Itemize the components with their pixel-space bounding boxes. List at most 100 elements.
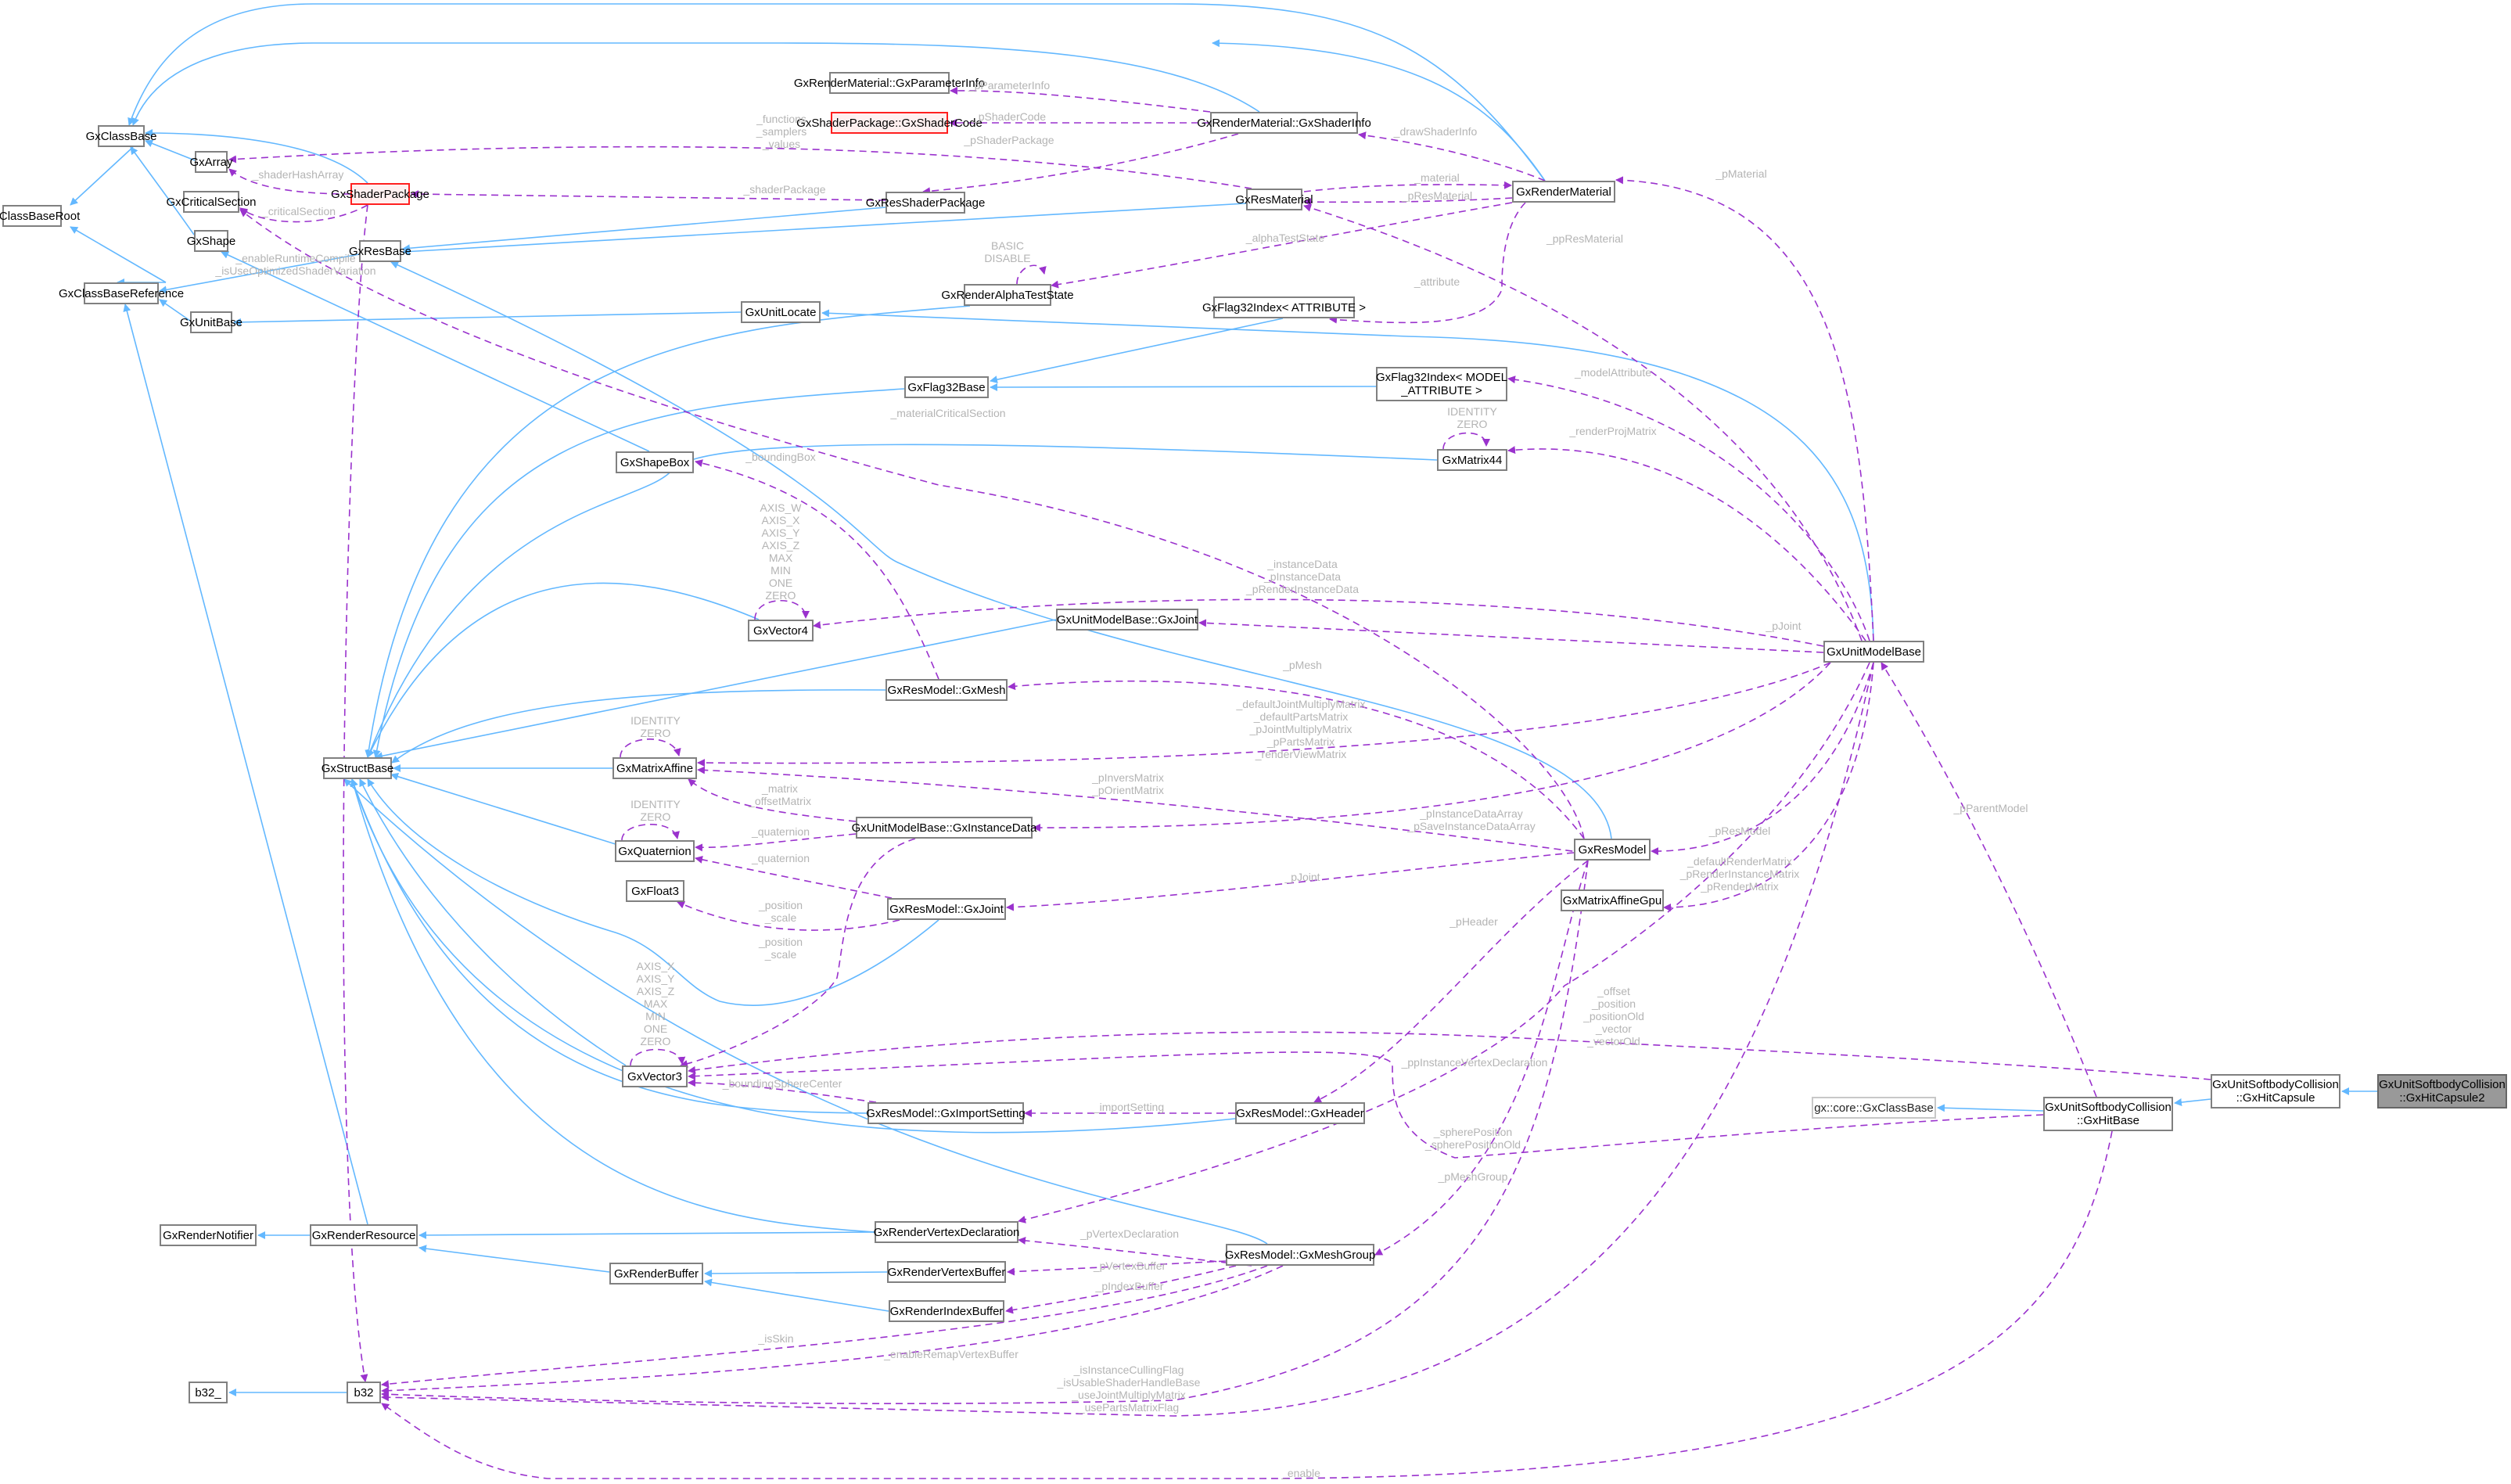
node-gx-hit-base[interactable]: GxUnitSoftbodyCollision ::GxHitBase <box>2043 1097 2173 1131</box>
edge-GxJointBase-structbase <box>375 619 1057 760</box>
node-gx-res-model-joint[interactable]: GxResModel::GxJoint <box>887 898 1006 920</box>
node-gx-unit-locate[interactable]: GxUnitLocate <box>741 301 821 323</box>
node-gx-class-base-reference[interactable]: GxClassBaseReference <box>59 282 184 304</box>
node-gx-unit-model-base[interactable]: GxUnitModelBase <box>1823 641 1924 663</box>
edge-GxHitBase-core <box>1937 1104 2044 1112</box>
node-gx-res-shader-package[interactable]: GxResShaderPackage <box>866 192 985 214</box>
edge-label-pp-instance-vertex-declaration: _ppInstanceVertexDeclaration <box>1401 1056 1548 1069</box>
node-gx-res-model-mesh-group[interactable]: GxResModel::GxMeshGroup <box>1225 1244 1375 1266</box>
node-gx-shape[interactable]: GxShape <box>187 230 235 252</box>
edge-label-q-self: IDENTITY ZERO <box>630 798 681 823</box>
node-gx-matrix44[interactable]: GxMatrix44 <box>1437 449 1507 471</box>
node-b32-underscore[interactable]: b32_ <box>189 1382 228 1403</box>
node-gx-vector3[interactable]: GxVector3 <box>622 1065 688 1087</box>
edge-invOrient <box>697 766 1585 853</box>
edge-label-p-shader-package: _pShaderPackage <box>964 134 1054 146</box>
node-gx-shape-box[interactable]: GxShapeBox <box>616 451 694 473</box>
node-gx-float3[interactable]: GxFloat3 <box>626 880 684 902</box>
node-gx-struct-base[interactable]: GxStructBase <box>322 757 393 779</box>
edge-v4Self <box>754 599 810 620</box>
edge-label-pp-res-material: _ppResMaterial <box>1546 232 1624 245</box>
edge-GxRenderVertexBuffer-buffer <box>704 1269 888 1277</box>
node-gx-render-alpha-test-state[interactable]: GxRenderAlphaTestState <box>941 284 1074 306</box>
node-gx-quaternion[interactable]: GxQuaternion <box>615 840 695 862</box>
edge-label-p-index-buffer: _pIndexBuffer <box>1095 1280 1164 1292</box>
edge-pIndexBuffer <box>1005 1265 1237 1314</box>
node-gx-array[interactable]: GxArray <box>190 151 233 173</box>
node-gx-render-index-buffer[interactable]: GxRenderIndexBuffer <box>889 1300 1004 1322</box>
node-gx-core-class-base[interactable]: gx::core::GxClassBase <box>1812 1097 1936 1119</box>
node-gx-flag32-base[interactable]: GxFlag32Base <box>904 376 989 398</box>
edge-label-render-matrix: _defaultRenderMatrix _pRenderInstanceMat… <box>1679 855 1800 893</box>
edge-label-p-res-model: _pResModel <box>1708 825 1771 837</box>
node-gx-res-material[interactable]: GxResMaterial <box>1235 189 1313 210</box>
node-gx-render-buffer[interactable]: GxRenderBuffer <box>609 1263 703 1285</box>
edge-GxResMaterial-resbase <box>402 203 1247 256</box>
edge-label-alpha-self: BASIC DISABLE <box>984 239 1031 264</box>
edge-label-enable: _enable <box>1281 1467 1320 1479</box>
node-gx-render-vertex-declaration[interactable]: GxRenderVertexDeclaration <box>874 1221 1019 1243</box>
edge-drawShaderInfo <box>1358 131 1546 181</box>
edge-GxUnitModelBase-unitlocate <box>821 309 1874 641</box>
node-gx-shader-info[interactable]: GxRenderMaterial::GxShaderInfo <box>1197 112 1371 134</box>
edge-label-material-critical-section: _materialCriticalSection <box>890 407 1006 419</box>
edge-label-flags: _isInstanceCullingFlag _isUsableShaderHa… <box>1057 1364 1201 1414</box>
edge-pResMaterial <box>1303 197 1513 207</box>
node-gx-unit-base[interactable]: GxUnitBase <box>180 311 242 333</box>
node-gx-matrix-affine-gpu[interactable]: GxMatrixAffineGpu <box>1561 889 1664 911</box>
node-gx-parameter-info[interactable]: GxRenderMaterial::GxParameterInfo <box>794 72 985 94</box>
edge-GxMesh-structbase <box>391 689 886 764</box>
edge-attribute <box>1329 202 1526 324</box>
node-gx-matrix-affine[interactable]: GxMatrixAffine <box>612 757 697 779</box>
edge-label-p-header: _pHeader <box>1449 915 1498 928</box>
node-gx-render-vertex-buffer[interactable]: GxRenderVertexBuffer <box>887 1261 1006 1283</box>
edge-GxImportSetting-structbase <box>350 778 868 1114</box>
node-b32[interactable]: b32 <box>347 1382 381 1403</box>
edge-offsets <box>688 1031 2211 1080</box>
node-gx-res-model-header[interactable]: GxResModel::GxHeader <box>1235 1102 1365 1124</box>
node-gx-hit-capsule2[interactable]: GxUnitSoftbodyCollision ::GxHitCapsule2 <box>2377 1074 2507 1109</box>
node-gx-res-base[interactable]: GxResBase <box>349 240 411 262</box>
edge-label-p-res-material: _pResMaterial <box>1401 189 1473 202</box>
node-gx-render-notifier[interactable]: GxRenderNotifier <box>160 1224 257 1246</box>
node-gx-render-resource[interactable]: GxRenderResource <box>310 1224 418 1246</box>
node-gx-import-setting[interactable]: GxResModel::GxImportSetting <box>866 1102 1026 1124</box>
node-gx-critical-section[interactable]: GxCriticalSection <box>166 191 257 213</box>
edge-label-ma-self: IDENTITY ZERO <box>630 714 681 739</box>
node-gx-render-material[interactable]: GxRenderMaterial <box>1512 181 1615 203</box>
node-gx-class-base-root[interactable]: GxClassBaseRoot <box>0 205 80 227</box>
node-gx-flag32-index-attribute[interactable]: GxFlag32Index< ATTRIBUTE > <box>1202 296 1366 318</box>
edge-GxRenderResource-ref <box>123 304 368 1225</box>
edge-label-quaternion-2: _quaternion <box>752 852 810 864</box>
node-gx-class-base[interactable]: GxClassBase <box>86 125 156 147</box>
edge-label-invers-orient: _pInversMatrix _pOrientMatrix <box>1092 771 1164 796</box>
node-gx-instance-data[interactable]: GxUnitModelBase::GxInstanceData <box>852 817 1036 839</box>
node-gx-res-model-mesh[interactable]: GxResModel::GxMesh <box>885 679 1008 701</box>
edge-enable <box>381 1130 2113 1479</box>
node-gx-unit-model-base-joint[interactable]: GxUnitModelBase::GxJoint <box>1056 609 1198 631</box>
node-gx-flag32-index-model[interactable]: GxFlag32Index< MODEL _ATTRIBUTE > <box>1376 367 1507 401</box>
node-gx-res-model[interactable]: GxResModel <box>1574 839 1651 861</box>
edge-label-p-material: _pMaterial <box>1715 167 1767 180</box>
edge-GxFlag32Base-structbase <box>372 388 905 758</box>
edge-pParameterInfo <box>950 86 1211 113</box>
edge-flags <box>381 860 1589 1404</box>
node-gx-shader-package[interactable]: GxShaderPackage <box>331 183 429 205</box>
node-gx-hit-capsule[interactable]: GxUnitSoftbodyCollision ::GxHitCapsule <box>2211 1074 2340 1109</box>
edge-pMeshGroup <box>1374 860 1589 1256</box>
edge-pMesh <box>1008 680 1585 839</box>
node-gx-shader-code[interactable]: GxShaderPackage::GxShaderCode <box>796 112 982 134</box>
edge-isSkin <box>381 1265 1268 1389</box>
edge-alphaTestState <box>1051 202 1513 289</box>
edge-GxRenderMaterial-classbase <box>128 3 1546 181</box>
node-gx-vector4[interactable]: GxVector4 <box>748 620 814 641</box>
edge-GxFlag32IndexModel-flag32base <box>990 383 1377 391</box>
edge-pVertexDeclaration <box>1018 1236 1252 1267</box>
edge-label-p-joint: _pJoint <box>1284 871 1320 883</box>
edge-pParentModel <box>1881 662 2097 1098</box>
edge-GxRenderIndexBuffer-buffer <box>704 1278 889 1312</box>
edge-renderMatrix <box>1663 662 1874 911</box>
edge-GxHeader-structbase <box>350 778 1236 1134</box>
edge-label-is-skin: _isSkin <box>758 1332 794 1345</box>
edge-GxRenderVertexDeclaration-structbase <box>350 778 875 1233</box>
